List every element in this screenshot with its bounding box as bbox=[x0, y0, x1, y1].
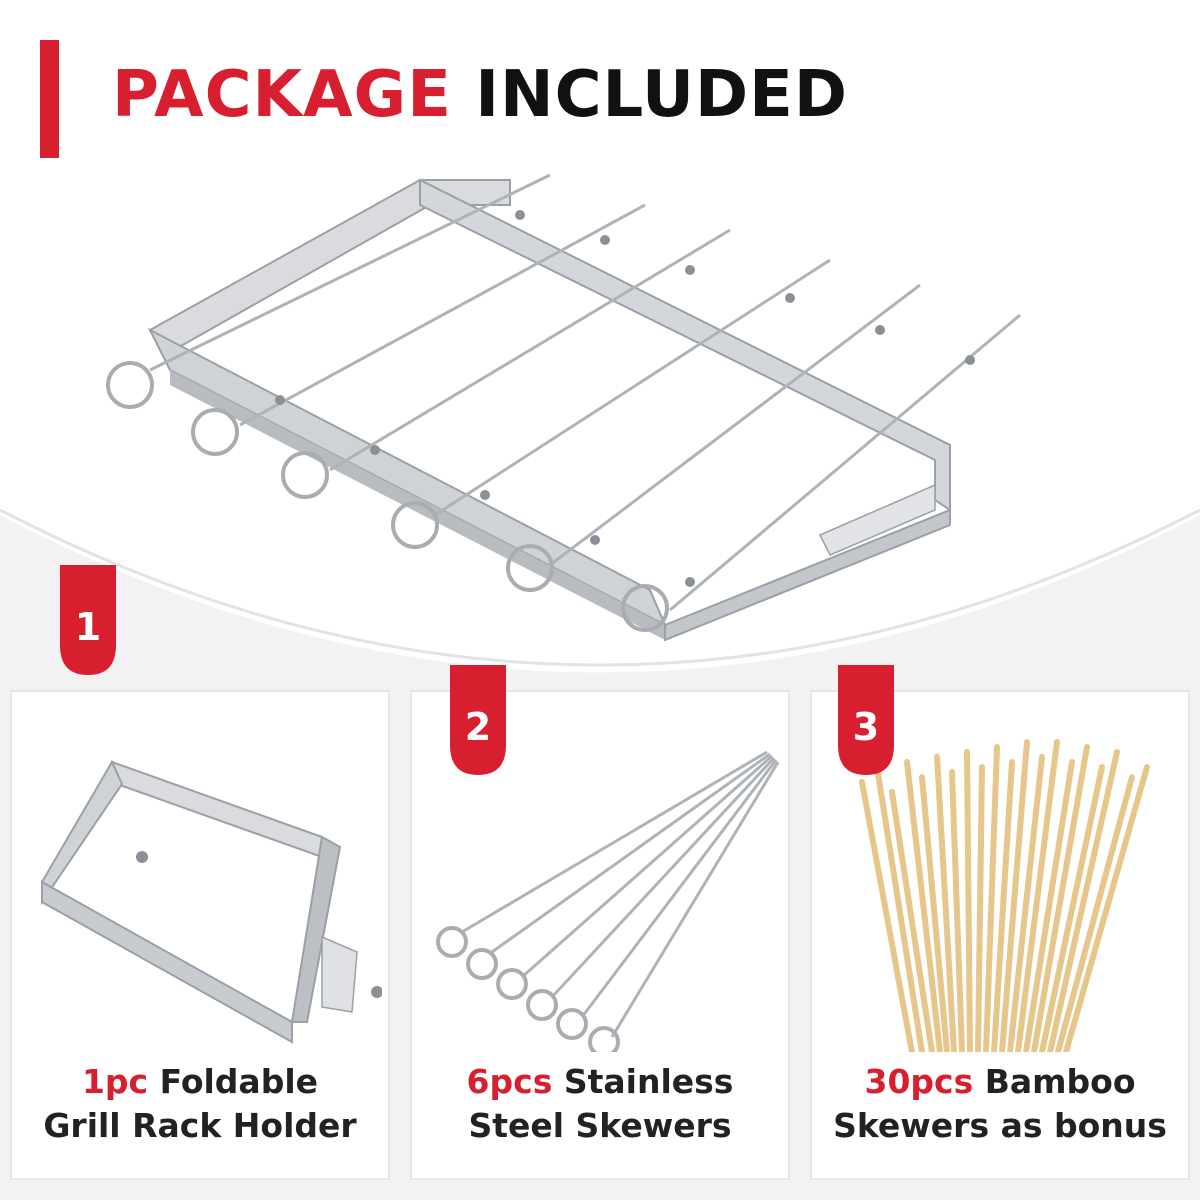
title-black-word: INCLUDED bbox=[475, 58, 848, 132]
item-label-2: 6pcs Stainless Steel Skewers bbox=[412, 1060, 788, 1148]
item-name: Stainless bbox=[552, 1062, 734, 1101]
title-red-word: PACKAGE bbox=[112, 58, 452, 132]
foldable-rack-image bbox=[41, 759, 382, 1044]
badge-1 bbox=[60, 565, 116, 675]
item-name-line2: Grill Rack Holder bbox=[43, 1106, 357, 1145]
item-qty: 30pcs bbox=[864, 1062, 974, 1101]
badge-number: 2 bbox=[464, 705, 492, 749]
title-accent-bar bbox=[40, 40, 59, 158]
badge-3 bbox=[838, 665, 894, 775]
badge-number: 1 bbox=[74, 605, 102, 649]
page-title: PACKAGE INCLUDED bbox=[112, 58, 848, 132]
item-qty: 6pcs bbox=[466, 1062, 553, 1101]
item-name: Foldable bbox=[148, 1062, 319, 1101]
item-card-1: 1pc Foldable Grill Rack Holder bbox=[10, 690, 390, 1180]
steel-skewers-image bbox=[436, 750, 780, 1052]
badge-2 bbox=[450, 665, 506, 775]
item-label-1: 1pc Foldable Grill Rack Holder bbox=[12, 1060, 388, 1148]
item-name-line2: Skewers as bonus bbox=[833, 1106, 1167, 1145]
item-name-line2: Steel Skewers bbox=[468, 1106, 732, 1145]
badge-1-label: 1 bbox=[52, 565, 124, 685]
item-name: Bamboo bbox=[973, 1062, 1136, 1101]
badge-2-label: 2 bbox=[442, 665, 514, 785]
grill-rack-image bbox=[106, 173, 1021, 642]
badge-3-label: 3 bbox=[830, 665, 902, 785]
item-label-3: 30pcs Bamboo Skewers as bonus bbox=[812, 1060, 1188, 1148]
badge-number: 3 bbox=[852, 705, 880, 749]
bamboo-skewers-image bbox=[859, 739, 1150, 1052]
item-qty: 1pc bbox=[81, 1062, 149, 1101]
page-title-block: PACKAGE INCLUDED bbox=[40, 40, 1160, 160]
